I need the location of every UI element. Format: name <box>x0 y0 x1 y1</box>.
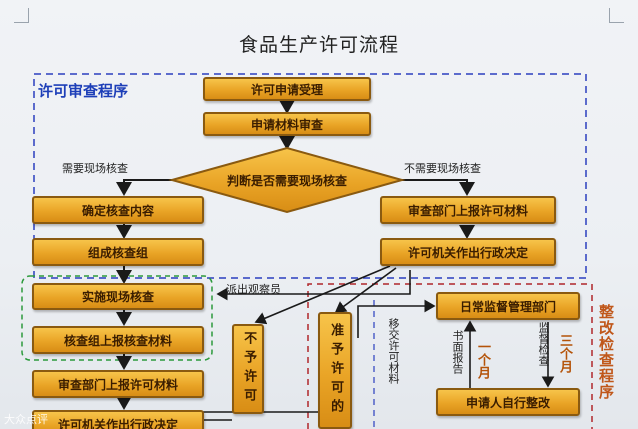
need-onsite-label: 需要现场核查 <box>62 162 128 175</box>
deny-box: 不予许可 <box>232 324 264 414</box>
admin-decision-left-box: 许可机关作出行政决定 <box>32 410 204 429</box>
corner-mark-tr <box>609 8 624 23</box>
corner-mark-tl <box>14 8 29 23</box>
rectify-section-frame <box>307 283 593 429</box>
team-report-box: 核查组上报核查材料 <box>32 326 204 354</box>
deny-label: 不予许可 <box>241 331 257 407</box>
review-section-frame <box>33 73 587 279</box>
supervision-box: 日常监督管理部门 <box>436 292 580 320</box>
no-onsite-label: 不需要现场核查 <box>404 162 481 175</box>
dispatch-observer-label: 派出观察员 <box>226 283 281 296</box>
confirm-content-box: 确定核查内容 <box>32 196 204 224</box>
review-section-label: 许可审查程序 <box>38 82 129 100</box>
grant-box: 准予许可的 <box>318 312 352 429</box>
material-review-box: 申请材料审查 <box>203 112 371 136</box>
watermark: 大众点评 <box>4 413 48 426</box>
written-report-label: 书面报告 <box>451 330 464 374</box>
page-title: 食品生产许可流程 <box>238 34 399 56</box>
decision-label: 判断是否需要现场核查 <box>226 173 347 188</box>
form-team-box: 组成核查组 <box>32 238 204 266</box>
inspection-label: 监督检查 <box>537 322 550 366</box>
onsite-check-box: 实施现场核查 <box>32 283 204 310</box>
grant-label: 准予许可的 <box>328 323 344 418</box>
three-months-label: 三个月 <box>557 334 572 373</box>
admin-decision-right-box: 许可机关作出行政决定 <box>380 238 556 266</box>
dept-report-right-box: 审查部门上报许可材料 <box>380 196 556 224</box>
transfer-label: 移交许可材料 <box>387 318 400 384</box>
rectify-section-label: 整改检查程序 <box>597 304 615 400</box>
one-month-label: 一个月 <box>475 340 490 379</box>
dept-report-left-box: 审查部门上报许可材料 <box>32 370 204 398</box>
accept-box: 许可申请受理 <box>203 77 371 101</box>
self-rectify-box: 申请人自行整改 <box>436 388 580 416</box>
